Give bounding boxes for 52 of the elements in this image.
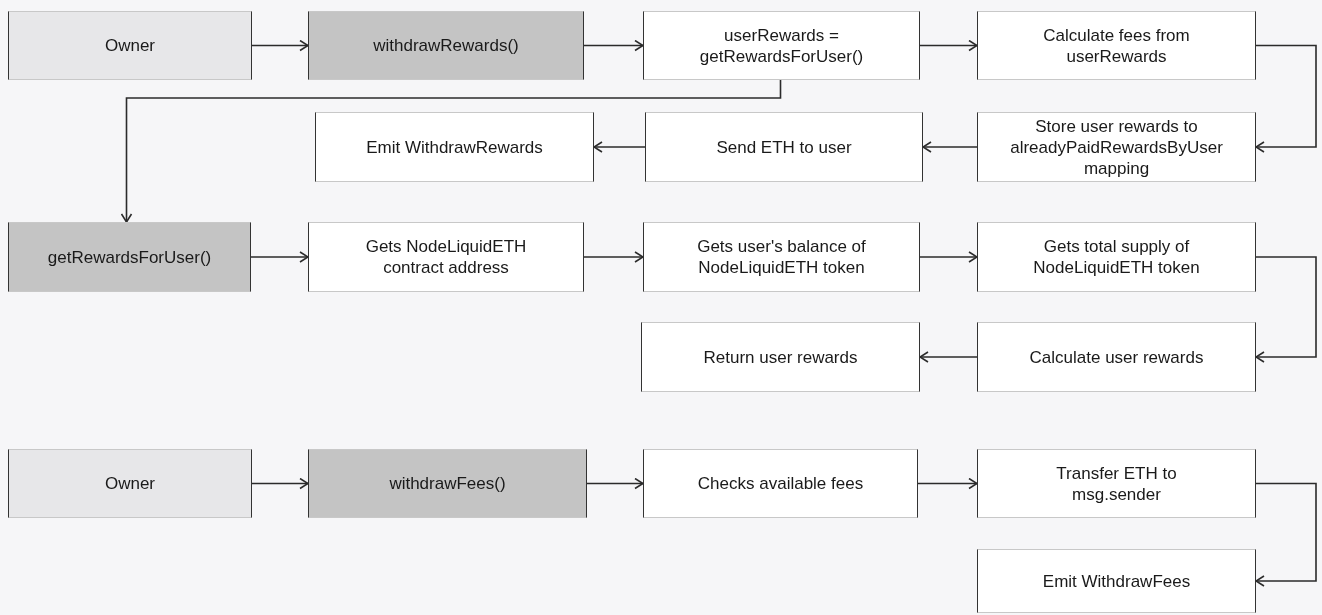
process-box (8, 11, 252, 80)
box-label: Transfer ETH to msg.sender (1055, 462, 1178, 505)
process-box (308, 222, 584, 292)
arrow (1255, 44, 1317, 153)
arrow (120, 79, 782, 223)
arrow (593, 141, 646, 153)
process-box (643, 222, 920, 292)
box-label: Store user rewards to alreadyPaidRewardsByUser mapping (1010, 115, 1223, 179)
process-box (977, 549, 1256, 613)
box-label: Calculate user rewards (1029, 346, 1204, 368)
box-label: Send ETH to user (716, 136, 852, 158)
arrow (583, 251, 644, 263)
process-box (308, 11, 584, 80)
arrow (1255, 256, 1317, 363)
process-box (308, 449, 587, 518)
box-label: getRewardsForUser() (47, 246, 212, 268)
box-label: Owner (104, 473, 156, 494)
arrow (917, 477, 978, 490)
box-label: Gets NodeLiquidETH contract address (364, 236, 528, 278)
process-box (643, 11, 920, 80)
box-label: Emit WithdrawFees (1042, 570, 1191, 592)
arrow (1255, 482, 1317, 587)
box-label: withdrawFees() (389, 473, 506, 494)
process-box (977, 11, 1256, 80)
process-box (643, 449, 918, 518)
arrow (922, 141, 978, 153)
box-label: Owner (104, 35, 156, 56)
box-label: Gets user's balance of NodeLiquidETH token (696, 236, 867, 278)
process-box (8, 449, 252, 518)
box-label: Gets total supply of NodeLiquidETH token (1032, 236, 1201, 278)
process-box (977, 222, 1256, 292)
box-label: userRewards = getRewardsForUser() (698, 24, 865, 67)
process-box (977, 449, 1256, 518)
arrow (583, 39, 644, 52)
arrow (586, 477, 644, 490)
arrow (251, 477, 309, 490)
box-label: Checks available fees (697, 473, 864, 494)
box-label: Calculate fees from userRewards (1042, 24, 1191, 67)
process-box (315, 112, 594, 182)
process-box (977, 322, 1256, 392)
arrow (251, 39, 309, 52)
arrow (919, 251, 978, 263)
process-box (641, 322, 920, 392)
box-label: Return user rewards (703, 346, 858, 368)
process-box (977, 112, 1256, 182)
arrow (919, 39, 978, 52)
arrow (919, 351, 978, 363)
box-label: withdrawRewards() (373, 35, 519, 56)
process-box (8, 222, 251, 292)
process-box (645, 112, 923, 182)
arrow (250, 251, 309, 263)
box-label: Emit WithdrawRewards (366, 136, 543, 158)
